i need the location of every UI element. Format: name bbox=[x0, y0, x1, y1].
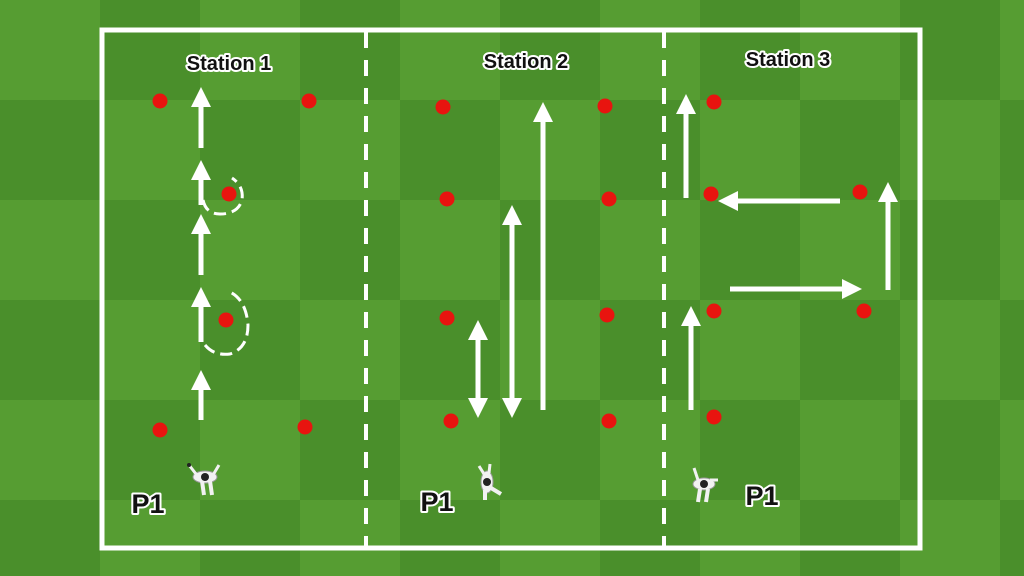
cone bbox=[297, 419, 313, 435]
cone bbox=[599, 307, 615, 323]
player-figure bbox=[692, 467, 718, 503]
station-2: P1 bbox=[418, 98, 617, 519]
cone bbox=[856, 303, 872, 319]
cone bbox=[597, 98, 613, 114]
field-boundary bbox=[99, 27, 923, 551]
player-figure bbox=[187, 463, 221, 496]
cone bbox=[218, 312, 234, 328]
cone bbox=[703, 186, 719, 202]
cone bbox=[301, 93, 317, 109]
cone bbox=[601, 413, 617, 429]
station-2-title: Station 2 bbox=[484, 51, 568, 73]
cone bbox=[435, 99, 451, 115]
station-1: P1 bbox=[129, 87, 317, 521]
cone bbox=[706, 94, 722, 110]
player-label: P1 bbox=[131, 489, 164, 519]
cone bbox=[601, 191, 617, 207]
cone bbox=[706, 409, 722, 425]
curved-run-path bbox=[201, 176, 244, 216]
cone bbox=[852, 184, 868, 200]
station-1-title: Station 1 bbox=[187, 53, 271, 75]
station-3: P1 bbox=[676, 94, 898, 513]
curved-run-path bbox=[203, 290, 250, 356]
player-label: P1 bbox=[745, 481, 778, 511]
player-figure bbox=[477, 463, 503, 500]
cone bbox=[152, 93, 168, 109]
station-3-title: Station 3 bbox=[746, 49, 830, 71]
cone bbox=[439, 310, 455, 326]
player-label: P1 bbox=[420, 487, 453, 517]
cone bbox=[443, 413, 459, 429]
cone bbox=[221, 186, 237, 202]
cone bbox=[152, 422, 168, 438]
cone bbox=[439, 191, 455, 207]
cone bbox=[706, 303, 722, 319]
